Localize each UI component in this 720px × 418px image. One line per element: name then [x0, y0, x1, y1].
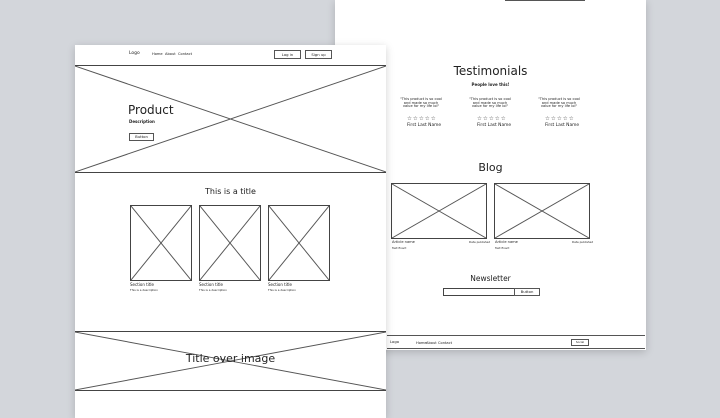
footer-link-contact[interactable]: Contact: [438, 341, 452, 345]
footer-link-home[interactable]: Home: [416, 341, 427, 345]
star-rating-icon: ☆☆☆☆☆: [545, 116, 575, 122]
newsletter-email-input[interactable]: [443, 288, 515, 296]
nav-link-contact[interactable]: Contact: [178, 52, 192, 56]
newsletter-title: Newsletter: [470, 274, 511, 283]
hero-image-placeholder: [75, 65, 386, 173]
card-text: This is a description: [199, 288, 227, 292]
newsletter-submit-button[interactable]: Button: [514, 288, 540, 296]
banner-title: Title over image: [185, 352, 276, 365]
testimonials-subtitle: People love this!: [471, 82, 510, 87]
front-wireframe-sheet: Logo Home About Contact Log in Sign up P…: [75, 45, 386, 418]
testimonial-name: First Last Name: [545, 123, 580, 128]
testimonial-quote: "This product is so cool and made so muc…: [469, 97, 511, 109]
hero-button[interactable]: Button: [129, 133, 154, 141]
banner-image-placeholder: [75, 331, 386, 391]
card-title: Section title: [268, 282, 292, 287]
article-author: Text Exact: [495, 246, 510, 250]
nav-link-about[interactable]: About: [165, 52, 176, 56]
header: Logo Home About Contact Log in Sign up: [75, 45, 386, 66]
signup-button[interactable]: Sign up: [305, 50, 332, 59]
image-placeholder: [268, 205, 330, 281]
article-date: Date published: [572, 240, 594, 244]
card-title: Section title: [130, 282, 154, 287]
testimonial-name: First Last Name: [407, 123, 442, 128]
card-title: Section title: [199, 282, 223, 287]
article-date: Date published: [469, 240, 491, 244]
article-author: Text Exact: [392, 246, 407, 250]
footer: Logo Home About Contact Social: [387, 335, 645, 349]
card-text: This is a description: [268, 288, 296, 292]
star-rating-icon: ☆☆☆☆☆: [477, 116, 507, 122]
testimonial-name: First Last Name: [477, 123, 512, 128]
testimonials-title: Testimonials: [453, 64, 528, 78]
section-title: This is a title: [205, 187, 256, 196]
header-logo: Logo: [129, 51, 140, 56]
hero-description: Description: [129, 119, 155, 124]
image-placeholder: [391, 183, 487, 239]
article-name: Article name: [495, 240, 518, 244]
star-rating-icon: ☆☆☆☆☆: [407, 116, 437, 122]
nav-link-home[interactable]: Home: [152, 52, 163, 56]
blog-title: Blog: [478, 161, 503, 174]
back-wireframe-sheet: Testimonials People love this! "This pro…: [335, 0, 646, 350]
testimonial-quote: "This product is so cool and made so muc…: [400, 97, 442, 109]
card-text: This is a description: [130, 288, 158, 292]
hero-title: Product: [128, 103, 174, 117]
testimonial-quote: "This product is so cool and made so muc…: [538, 97, 580, 109]
image-placeholder: [199, 205, 261, 281]
image-placeholder: [130, 205, 192, 281]
footer-logo: Logo: [390, 339, 400, 344]
article-name: Article name: [392, 240, 415, 244]
login-button[interactable]: Log in: [274, 50, 301, 59]
footer-button[interactable]: Social: [571, 339, 589, 346]
top-rule: [505, 0, 585, 1]
image-placeholder: [494, 183, 590, 239]
footer-link-about[interactable]: About: [426, 341, 437, 345]
